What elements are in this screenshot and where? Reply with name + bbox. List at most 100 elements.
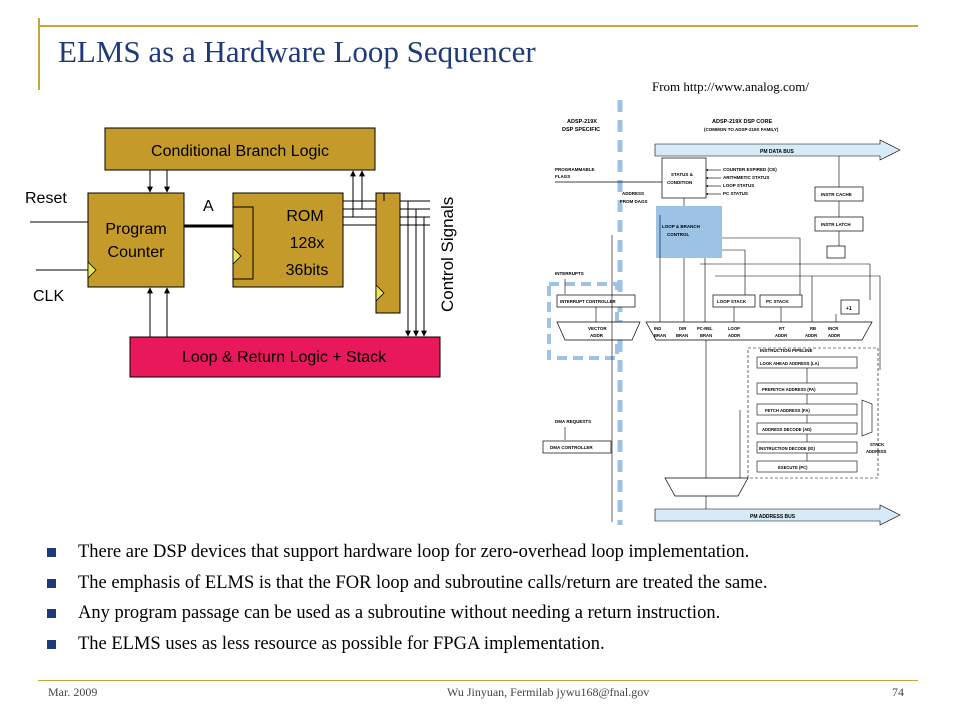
mux-incr-2: ADDR [828, 333, 840, 338]
pipeline-id-label: INSTRUCTION DECODE (ID) [759, 446, 815, 451]
slide-title: ELMS as a Hardware Loop Sequencer [58, 34, 536, 69]
bullet-marker [47, 578, 56, 588]
register-clock-triangle [375, 284, 385, 302]
mux-dir-1: DIR [679, 326, 686, 331]
bullet-text: Any program passage can be used as a sub… [78, 603, 721, 623]
rom-block [232, 192, 344, 288]
mux-dir-2: BRAN [676, 333, 688, 338]
adsp-219x-diagram: ADSP-219X DSP SPECIFIC ADSP-219X DSP COR… [542, 100, 901, 526]
address-from-dags-1: ADDRESS [622, 191, 644, 196]
pipeline-pc-label: EXECUTE (PC) [778, 465, 808, 470]
mux-incr-1: INCR [828, 326, 838, 331]
adi-header-left-1: ADSP-219X [567, 119, 597, 125]
loop-branch-control-1: LOOP & BRANCH [662, 224, 700, 229]
program-counter-block [87, 192, 185, 288]
bullet-text: The ELMS uses as less resource as possib… [78, 633, 605, 654]
mux-pcrel-1: PC-REL [697, 326, 713, 331]
address-from-dags-2: FROM DAGS [620, 199, 648, 204]
mux-rt-2: ADDR [775, 333, 787, 338]
top-frame-line [38, 25, 918, 27]
mux-ind-1: IND [654, 326, 661, 331]
dma-requests-label: DMA REQUESTS [555, 419, 591, 424]
stack-mux [861, 399, 873, 437]
left-frame-line [38, 18, 40, 90]
control-signals-label: Control Signals [438, 197, 457, 312]
dma-controller-box [542, 440, 612, 454]
rom-label-2: 128x [290, 235, 325, 252]
pipeline-ad-label: ADDRESS DECODE (AD) [762, 427, 812, 432]
pipeline-la-label: LOOK AHEAD ADDRESS (LA) [760, 361, 820, 366]
clk-label: CLK [33, 288, 64, 305]
adder-box [826, 245, 846, 259]
adi-header-right-2: (COMMON TO ADSP-219X FAMILY) [704, 127, 779, 132]
adi-header-right-1: ADSP-219X DSP CORE [712, 119, 772, 125]
status-input-3: LOOP STATUS [723, 183, 754, 188]
mux-rb-2: ADDR [805, 333, 817, 338]
footer-date: Mar. 2009 [48, 685, 98, 699]
instr-latch-label: INSTR LATCH [821, 222, 851, 227]
instruction-pipeline-label: INSTRUCTION PIPELINE [760, 348, 813, 353]
bullet-text: There are DSP devices that support hardw… [78, 542, 750, 562]
source-note: From http://www.analog.com/ [652, 79, 809, 94]
pc-stack-label: PC STACK [766, 299, 789, 304]
pm-address-bus-label: PM ADDRESS BUS [750, 514, 796, 520]
rom-inner-box [232, 206, 254, 280]
program-counter-label-1: Program [105, 221, 166, 238]
loop-branch-control-2: CONTROL [667, 232, 689, 237]
rom-label-3: 36bits [286, 262, 329, 279]
mux-pcrel-2: BRAN [700, 333, 712, 338]
elms-block-diagram: Conditional Branch Logic Program Counter… [25, 127, 457, 378]
mux-ind-2: BRAN [654, 333, 666, 338]
bullet-item: The emphasis of ELMS is that the FOR loo… [45, 568, 945, 599]
bullet-list: There are DSP devices that support hardw… [45, 537, 945, 659]
pm-data-bus-label: PM DATA BUS [760, 149, 794, 155]
conditional-branch-block [104, 127, 376, 171]
status-input-2: ARITHMETIC STATUS [723, 175, 769, 180]
reset-label: Reset [25, 190, 67, 207]
vector-addr-2: ADDR [590, 333, 604, 338]
pm-address-mux [664, 477, 749, 497]
interrupt-controller-label: INTERRUPT CONTROLLER [560, 299, 617, 304]
loop-branch-control-box [656, 206, 722, 258]
instr-cache-label: INSTR CACHE [821, 192, 852, 197]
status-condition-2: CONDITION [667, 180, 692, 185]
dma-controller-label: DMA CONTROLLER [550, 445, 593, 450]
address-label: A [203, 198, 214, 215]
bullet-item: There are DSP devices that support hardw… [45, 537, 945, 568]
branch-mux [645, 321, 873, 341]
rom-clock-triangle [232, 247, 242, 265]
rom-label-1: ROM [286, 208, 323, 225]
bullet-marker [47, 639, 56, 649]
mux-loop-2: ADDR [728, 333, 740, 338]
status-condition-1: STATUS & [671, 172, 694, 177]
bullet-marker [47, 609, 56, 618]
status-input-4: PC STATUS [723, 191, 748, 196]
conditional-branch-label: Conditional Branch Logic [151, 143, 329, 160]
plus-one-label: +1 [846, 306, 852, 312]
mux-rt-1: RT [779, 326, 785, 331]
footer-author: Wu Jinyuan, Fermilab jywu168@fnal.gov [447, 685, 650, 699]
programmable-flags-1: PROGRAMMABLE [555, 167, 595, 172]
adi-header-left-2: DSP SPECIFIC [562, 127, 600, 133]
interrupts-label: INTERRUPTS [555, 271, 584, 276]
status-input-1: COUNTER EXPIRED (CE) [723, 167, 777, 172]
plus-one-box [840, 299, 860, 315]
loop-return-label: Loop & Return Logic + Stack [182, 349, 387, 366]
pipeline-pa-label: PREFETCH ADDRESS (PA) [762, 387, 816, 392]
bullet-text: The emphasis of ELMS is that the FOR loo… [78, 572, 768, 593]
stack-address-2: ADDRESS [866, 449, 887, 454]
footer-page-number: 74 [892, 685, 904, 699]
bullet-item: The ELMS uses as less resource as possib… [45, 629, 945, 660]
status-condition-box [661, 157, 707, 199]
mux-rb-1: RB [810, 326, 816, 331]
programmable-flags-2: FLAGS [555, 174, 570, 179]
bullet-item: Any program passage can be used as a sub… [45, 598, 945, 629]
footer-line [38, 680, 918, 681]
loop-stack-label: LOOP STACK [717, 299, 747, 304]
vector-addr-1: VECTOR [588, 326, 607, 331]
program-counter-label-2: Counter [108, 244, 166, 261]
mux-loop-1: LOOP [728, 326, 740, 331]
loop-return-block [129, 336, 441, 378]
bullet-marker [47, 548, 56, 557]
